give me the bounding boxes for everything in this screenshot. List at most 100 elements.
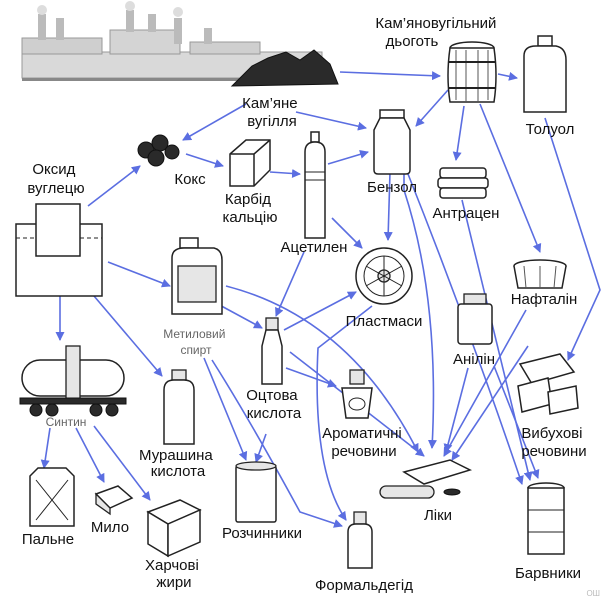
soap-icon: [94, 485, 134, 516]
arrows: [40, 71, 601, 528]
label-aromatics-line2: речовини: [331, 443, 396, 460]
label-coal-line1: Кам’яне: [242, 95, 297, 112]
arrow-synthin-to-soap: [75, 427, 105, 483]
label-plastics: Пластмаси: [346, 313, 423, 330]
medicines-icon: [379, 459, 473, 499]
label-coal-tar-line1: Кам’яновугільний: [375, 15, 496, 32]
label-acetic-acid: Оцтова кислота: [246, 387, 302, 422]
benzene-can-icon: [373, 109, 411, 175]
arrow-coal-tar-to-toluene: [497, 71, 518, 81]
label-formic-acid: Мурашина кислота: [139, 447, 217, 480]
label-naphthalene: Нафталін: [511, 291, 578, 308]
arrow-naphthalene-to-dyes: [443, 309, 527, 457]
label-edible-fats-line1: Харчові: [145, 557, 199, 574]
label-acetic-acid-line2: кислота: [247, 405, 302, 422]
label-aromatics-line1: Ароматичні: [322, 425, 402, 442]
arrow-carbon-oxide-to-formic-acid: [93, 295, 163, 377]
arrow-methanol-to-solvents: [203, 357, 248, 461]
solvents-can-icon: [235, 461, 277, 523]
explosives-boxes-icon: [517, 353, 579, 415]
label-explosives-line2: речовини: [521, 443, 586, 460]
label-coal-tar-line2: дьоготь: [386, 33, 439, 50]
arrow-anthracene-to-dyes: [461, 199, 533, 481]
label-medicines: Ліки: [424, 507, 452, 524]
arrow-coal-tar-to-anthracene: [452, 105, 465, 161]
label-carbon-oxide-line1: Оксид: [32, 161, 75, 178]
label-methanol-line1: Метиловий: [163, 327, 225, 341]
toluene-canister-icon: [523, 35, 567, 113]
fuel-can-icon: [29, 467, 75, 527]
dyes-barrel-icon: [527, 482, 565, 555]
carbide-cube-icon: [229, 139, 271, 187]
label-explosives-line1: Вибухові: [521, 425, 582, 442]
arrow-factory-to-coal-tar: [339, 71, 441, 81]
arrow-carbide-to-acetylene: [269, 168, 301, 178]
arrow-carbon-oxide-to-coke: [87, 165, 141, 207]
naphthalene-tub-icon: [513, 259, 567, 289]
acetylene-cylinder-icon: [304, 131, 326, 239]
arrow-coal-to-benzene: [295, 111, 367, 131]
arrow-acetic-acid-to-plastics: [283, 291, 357, 331]
acetic-acid-bottle-icon: [261, 317, 283, 385]
arrow-methanol-to-medicines: [225, 285, 419, 453]
label-acetic-acid-line1: Оцтова: [246, 387, 298, 404]
formic-acid-bottle-icon: [163, 369, 195, 445]
label-acetylene: Ацетилен: [281, 239, 348, 256]
label-aromatics: Ароматичні речовини: [322, 425, 406, 460]
arrow-coal-tar-to-benzene: [415, 89, 449, 127]
labels: Кам’яновугільний дьоготь Кам’яне вугілля…: [22, 15, 600, 598]
label-coke: Кокс: [174, 171, 206, 188]
arrow-carbon-oxide-to-methanol: [107, 261, 171, 288]
label-calcium-carbide: Карбід кальцію: [223, 191, 278, 226]
plastics-wheel-icon: [355, 247, 413, 305]
barrel-icon: [447, 41, 497, 103]
methanol-canister-icon: [171, 237, 223, 315]
arrow-acetylene-to-benzene: [327, 149, 369, 165]
arrow-benzene-to-medicines: [403, 174, 437, 449]
coke-icon: [137, 134, 180, 167]
label-synthin: Синтин: [46, 415, 87, 429]
label-calcium-carbide-line2: кальцію: [223, 209, 278, 226]
watermark: ОШ: [586, 589, 600, 598]
arrow-coal-tar-to-naphthalene: [479, 103, 542, 253]
perfume-bottle-icon: [341, 369, 373, 419]
label-coal: Кам’яне вугілля: [242, 95, 302, 130]
arrow-acetic-acid-to-aromatics: [285, 367, 337, 388]
label-methanol-line2: спирт: [180, 343, 212, 357]
arrow-methanol-to-formaldehyde: [211, 359, 343, 528]
label-aniline: Анілін: [453, 351, 495, 368]
label-fuel: Пальне: [22, 531, 74, 548]
reactor-tank-icon: [15, 203, 103, 297]
tanker-car-icon: [19, 345, 127, 417]
label-coal-line2: вугілля: [247, 113, 297, 130]
label-soap: Мило: [91, 519, 129, 536]
label-methanol: Метиловий спирт: [163, 327, 229, 357]
arrow-explosives-to-medicines: [451, 345, 529, 461]
label-edible-fats: Харчові жири: [145, 557, 203, 591]
label-formic-acid-line2: кислота: [151, 463, 206, 480]
label-edible-fats-line2: жири: [156, 574, 191, 591]
arrow-synthin-to-fuel: [40, 427, 51, 469]
arrow-plastics-to-formaldehyde: [316, 305, 373, 521]
label-solvents: Розчинники: [222, 525, 302, 542]
anthracene-sacks-icon: [437, 167, 489, 199]
label-benzene: Бензол: [367, 179, 417, 196]
label-formic-acid-line1: Мурашина: [139, 447, 213, 464]
arrow-coke-to-carbide: [185, 153, 224, 168]
arrow-acetic-acid-to-solvents: [254, 433, 267, 463]
label-calcium-carbide-line1: Карбід: [225, 191, 271, 208]
label-toluene: Толуол: [526, 121, 575, 138]
arrow-acetylene-to-acetic-acid: [275, 251, 305, 317]
aniline-jar-icon: [457, 293, 493, 345]
label-dyes: Барвники: [515, 565, 581, 582]
arrow-benzene-to-plastics: [383, 171, 393, 241]
label-formaldehyde: Формальдегід: [315, 577, 413, 594]
label-anthracene: Антрацен: [433, 205, 500, 222]
arrow-toluene-to-explosives: [544, 117, 601, 361]
arrow-aniline-to-medicines: [443, 367, 469, 453]
label-carbon-oxide-line2: вуглецю: [27, 180, 84, 197]
label-carbon-oxide: Оксид вуглецю: [27, 161, 84, 197]
edible-fats-box-icon: [146, 499, 202, 558]
